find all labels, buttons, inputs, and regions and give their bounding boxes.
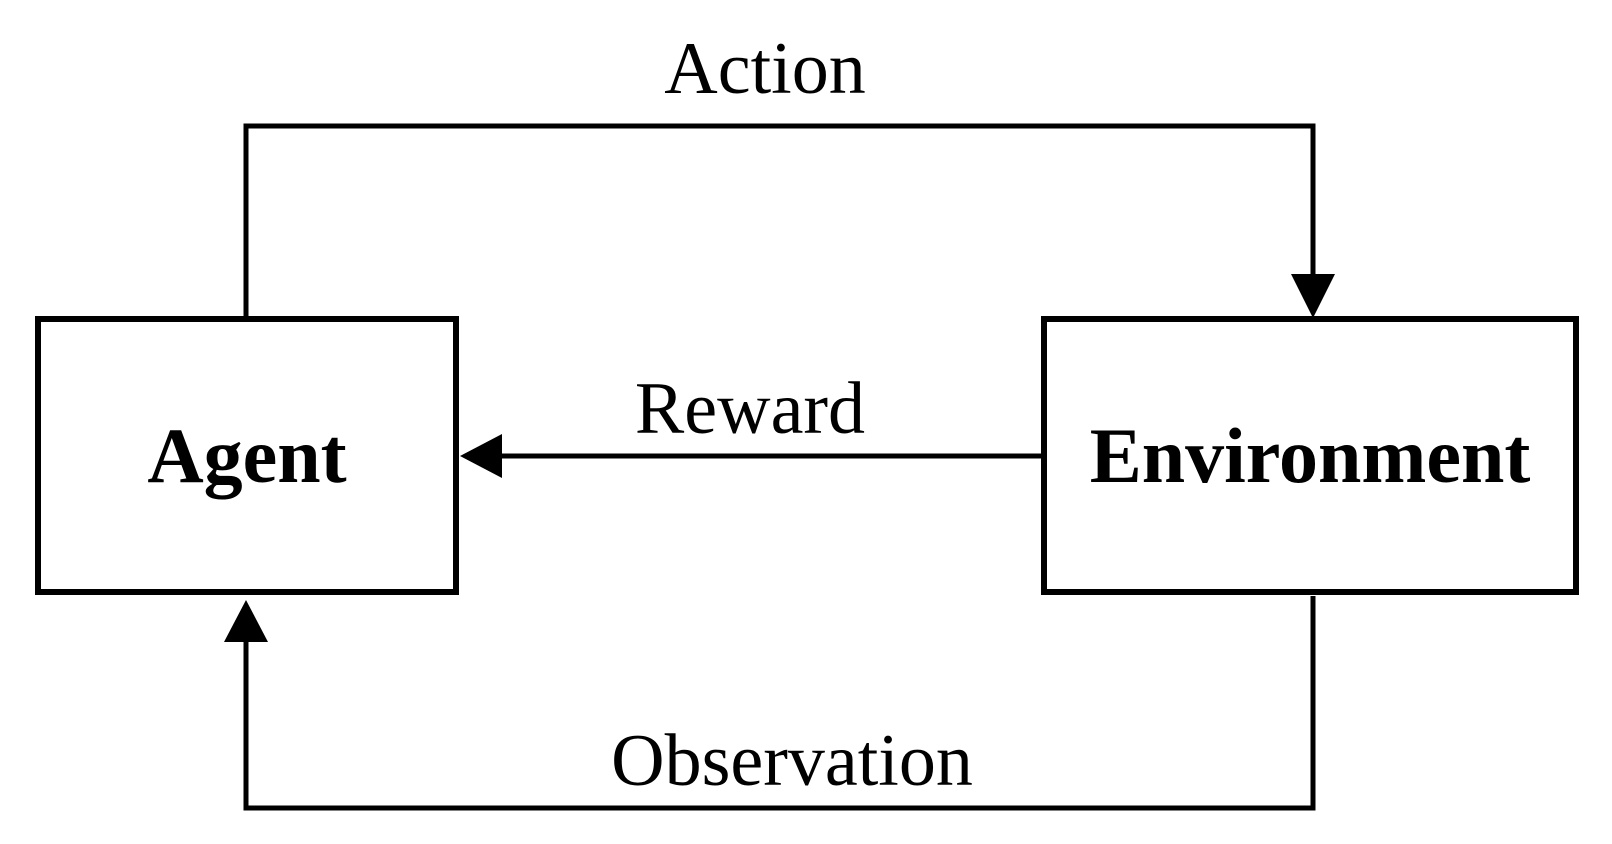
environment-box — [1041, 316, 1579, 595]
observation-edge: Observation — [224, 596, 1316, 811]
observation-arrowhead — [224, 600, 268, 642]
environment-node: Environment — [1041, 316, 1579, 595]
reward-label: Reward — [635, 368, 865, 450]
agent-node: Agent — [35, 316, 459, 595]
action-label: Action — [664, 28, 865, 110]
reward-arrowhead — [460, 434, 502, 478]
agent-box — [35, 316, 459, 595]
action-arrowhead — [1291, 274, 1335, 318]
reward-edge: Reward — [460, 368, 1044, 478]
observation-label: Observation — [611, 720, 973, 802]
action-edge: Action — [243, 28, 1335, 318]
observation-connector — [243, 596, 1316, 811]
action-connector — [243, 123, 1316, 316]
environment-label: Environment — [1090, 412, 1531, 499]
agent-label: Agent — [147, 412, 346, 499]
